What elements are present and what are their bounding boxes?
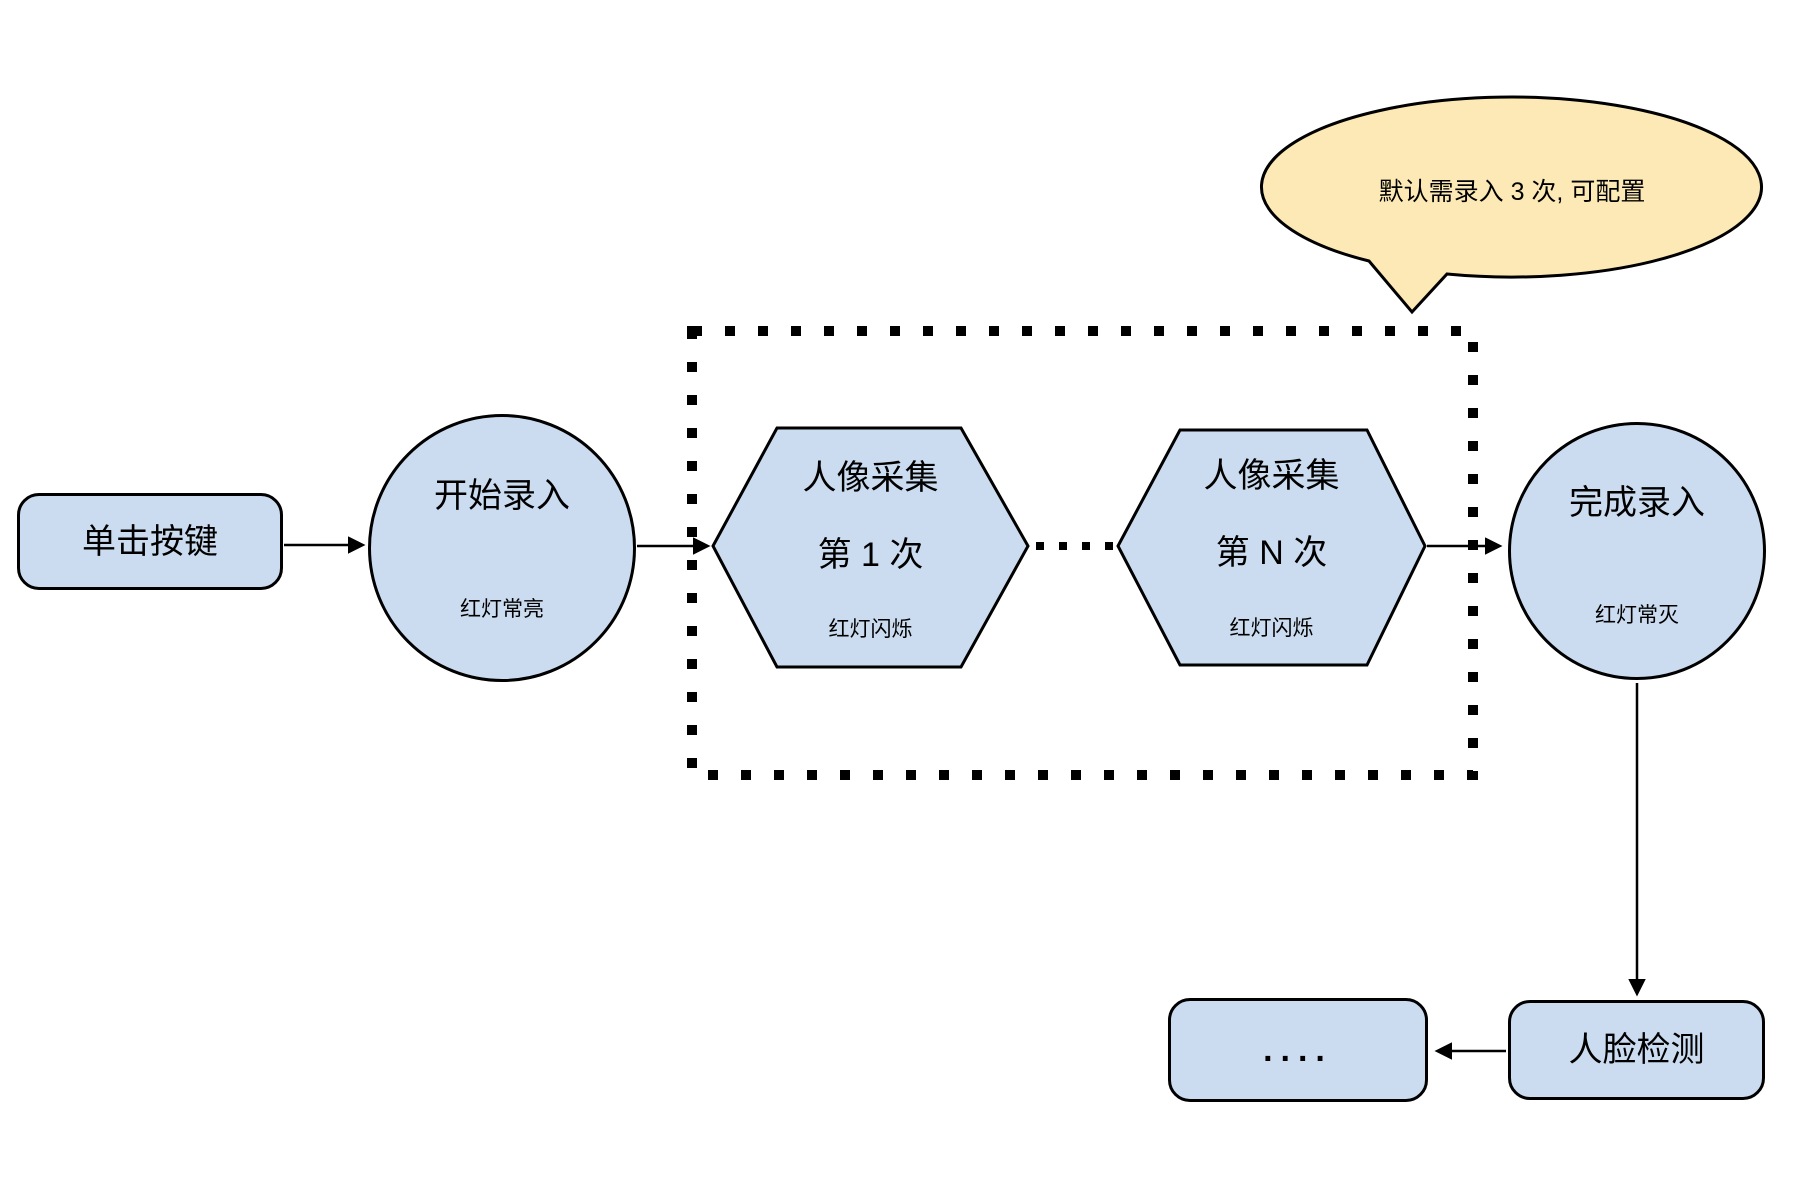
callout-text: 默认需录入 3 次, 可配置	[1378, 178, 1646, 206]
node-start-recording-status: 红灯常亮	[460, 598, 544, 621]
node-capture-n-status: 红灯闪烁	[1229, 617, 1314, 640]
node-finish-recording[interactable]: 完成录入 红灯常灭	[1508, 422, 1766, 680]
node-capture-1-count: 第 1 次	[817, 536, 924, 574]
node-capture-n-title: 人像采集	[1203, 457, 1340, 495]
node-more-label: ....	[1263, 1031, 1333, 1069]
node-click-button[interactable]: 单击按键	[17, 493, 283, 590]
node-start-recording[interactable]: 开始录入 红灯常亮	[368, 414, 636, 682]
hexagon-capture-n-shape[interactable]	[1116, 428, 1427, 667]
node-finish-recording-status: 红灯常灭	[1595, 604, 1679, 627]
node-face-detection[interactable]: 人脸检测	[1508, 1000, 1765, 1100]
node-finish-recording-title: 完成录入	[1569, 484, 1705, 522]
node-capture-1-title: 人像采集	[802, 459, 939, 497]
node-start-recording-title: 开始录入	[434, 477, 570, 515]
node-face-detection-label: 人脸检测	[1568, 1031, 1705, 1069]
node-capture-1-status: 红灯闪烁	[828, 618, 913, 641]
node-capture-n-count: 第 N 次	[1215, 534, 1328, 572]
node-click-button-label: 单击按键	[82, 522, 218, 561]
node-capture-1[interactable]: 人像采集 第 1 次 红灯闪烁	[713, 428, 1028, 667]
hexagon-capture-1-shape[interactable]	[711, 426, 1030, 669]
node-more[interactable]: ....	[1168, 998, 1428, 1102]
callout-bubble[interactable]	[1260, 95, 1763, 315]
node-capture-n[interactable]: 人像采集 第 N 次 红灯闪烁	[1118, 430, 1425, 665]
